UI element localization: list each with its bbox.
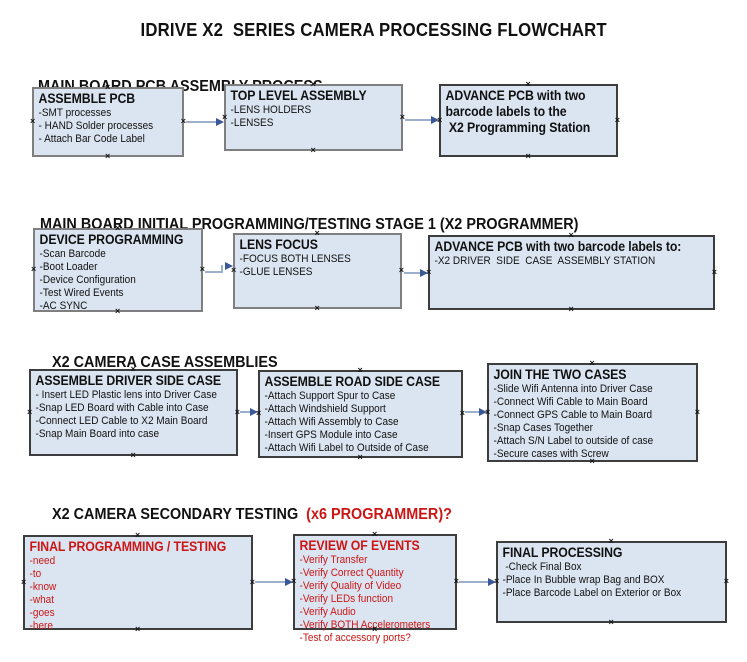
arrowhead-icon	[431, 116, 439, 124]
box-item: -Place In Bubble wrap Bag and BOX	[502, 574, 665, 586]
process-box-review-of-events: REVIEW OF EVENTS -Verify Transfer -Verif…	[293, 534, 457, 644]
box-item: -here	[29, 620, 53, 632]
box-item: -Attach S/N Label to outside of case	[493, 435, 654, 447]
box-item: -to	[29, 568, 42, 580]
flow-arrow-line	[459, 581, 488, 583]
arrowhead-icon	[250, 408, 258, 416]
box-item: -Attach Windshield Support	[264, 403, 386, 415]
box-item: - Insert LED Plastic lens into Driver Ca…	[35, 389, 217, 401]
flow-arrow-line	[205, 271, 223, 273]
connection-handle-icon	[712, 268, 717, 277]
connection-handle-icon	[131, 451, 136, 460]
process-box-lens-focus: LENS FOCUS -FOCUS BOTH LENSES -GLUE LENS…	[233, 233, 402, 309]
box-item: -Connect GPS Cable to Main Board	[493, 409, 653, 421]
box-item: -Verify BOTH Accelerometers	[299, 619, 431, 631]
box-item: -Scan Barcode	[39, 248, 106, 260]
box-item: -Check Final Box	[502, 561, 582, 573]
box-item: -what	[29, 594, 55, 606]
section-heading-case-assemblies: X2 CAMERA CASE ASSEMBLIES	[51, 354, 278, 371]
box-item: - Attach Bar Code Label	[38, 133, 145, 145]
box-title: JOIN THE TWO CASES	[493, 367, 627, 382]
box-item: -Device Configuration	[39, 274, 136, 286]
connection-handle-icon	[105, 152, 110, 161]
process-box-final-programming-testing: FINAL PROGRAMMING / TESTING -need -to -k…	[23, 535, 253, 632]
box-title: REVIEW OF EVENTS	[299, 538, 420, 553]
box-title: ASSEMBLE DRIVER SIDE CASE	[35, 373, 222, 388]
box-item: -Boot Loader	[39, 261, 98, 273]
box-item: - HAND Solder processes	[38, 120, 154, 132]
box-item: -Test Wired Events	[39, 287, 124, 299]
connection-handle-icon	[311, 146, 316, 155]
process-box-join-the-two-cases: JOIN THE TWO CASES -Slide Wifi Antenna i…	[487, 363, 698, 462]
process-box-advance-pcb-programming-station: ADVANCE PCB with two barcode labels to t…	[439, 84, 618, 157]
box-item: -Snap LED Board with Cable into Case	[35, 402, 209, 414]
box-item: -LENS HOLDERS	[230, 104, 312, 116]
box-item: -SMT processes	[38, 107, 112, 119]
box-item: -Connect LED Cable to X2 Main Board	[35, 415, 208, 427]
process-box-device-programming: DEVICE PROGRAMMING -Scan Barcode -Boot L…	[33, 228, 203, 312]
process-box-top-level-assembly: TOP LEVEL ASSEMBLY -LENS HOLDERS -LENSES	[224, 84, 403, 151]
box-item: -Place Barcode Label on Exterior or Box	[502, 587, 682, 599]
box-item: -Test of accessory ports?	[299, 632, 411, 644]
flowchart-title: IDRIVE X2 SERIES CAMERA PROCESSING FLOWC…	[140, 20, 607, 40]
box-item: -Slide Wifi Antenna into Driver Case	[493, 383, 653, 395]
section-heading-secondary-testing: X2 CAMERA SECONDARY TESTING (x6 PROGRAMM…	[51, 506, 452, 523]
flow-arrow-line	[405, 119, 431, 121]
flow-arrow-line	[186, 121, 216, 123]
connection-handle-icon	[569, 305, 574, 314]
flow-arrow-line	[255, 581, 285, 583]
box-title: ADVANCE PCB with two barcode labels to:	[434, 239, 682, 254]
connection-handle-icon	[526, 152, 531, 161]
box-item: -AC SYNC	[39, 300, 88, 312]
flow-arrow-line	[404, 272, 420, 274]
arrowhead-icon	[216, 118, 224, 126]
box-item: -Verify Quality of Video	[299, 580, 402, 592]
box-item: -Attach Wifi Assembly to Case	[264, 416, 399, 428]
box-item: -Insert GPS Module into Case	[264, 429, 398, 441]
box-item: -Verify LEDs function	[299, 593, 394, 605]
connection-handle-icon	[609, 618, 614, 627]
flow-arrow-line	[221, 265, 223, 273]
process-box-assemble-pcb: ASSEMBLE PCB -SMT processes - HAND Solde…	[32, 87, 184, 157]
box-item: -Verify Correct Quantity	[299, 567, 404, 579]
arrowhead-icon	[420, 269, 428, 277]
box-item: -GLUE LENSES	[239, 266, 313, 278]
box-item: -Snap Cases Together	[493, 422, 593, 434]
box-title: LENS FOCUS	[239, 237, 318, 252]
box-item: -Secure cases with Screw	[493, 448, 609, 460]
box-title: ASSEMBLE ROAD SIDE CASE	[264, 374, 440, 389]
box-item: -Attach Wifi Label to Outside of Case	[264, 442, 429, 454]
arrowhead-icon	[479, 408, 487, 416]
process-box-advance-pcb-driver-side: ADVANCE PCB with two barcode labels to: …	[428, 235, 715, 310]
box-title: TOP LEVEL ASSEMBLY	[230, 88, 367, 103]
box-title: FINAL PROGRAMMING / TESTING	[29, 539, 227, 554]
box-title: DEVICE PROGRAMMING	[39, 232, 184, 247]
heading-red-suffix: (x6 PROGRAMMER)?	[301, 506, 452, 523]
box-item: -Snap Main Board into case	[35, 428, 160, 440]
process-box-final-processing: FINAL PROCESSING -Check Final Box -Place…	[496, 541, 727, 623]
box-title: ADVANCE PCB with two barcode labels to t…	[445, 88, 591, 135]
arrowhead-icon	[488, 578, 496, 586]
process-box-assemble-road-side-case: ASSEMBLE ROAD SIDE CASE -Attach Support …	[258, 370, 463, 458]
flow-arrow-line	[240, 411, 250, 413]
box-title: FINAL PROCESSING	[502, 545, 623, 560]
box-item: -LENSES	[230, 117, 274, 129]
connection-handle-icon	[315, 304, 320, 313]
box-item: -X2 DRIVER SIDE CASE ASSEMBLY STATION	[434, 255, 656, 267]
box-item: -goes	[29, 607, 55, 619]
box-item: -FOCUS BOTH LENSES	[239, 253, 351, 265]
box-item: -need	[29, 555, 56, 567]
arrowhead-icon	[285, 578, 293, 586]
box-item: -Verify Audio	[299, 606, 356, 618]
box-item: -Verify Transfer	[299, 554, 368, 566]
arrowhead-icon	[225, 262, 233, 270]
flow-arrow-line	[465, 411, 479, 413]
box-item: -Connect Wifi Cable to Main Board	[493, 396, 648, 408]
box-title: ASSEMBLE PCB	[38, 91, 136, 106]
process-box-assemble-driver-side-case: ASSEMBLE DRIVER SIDE CASE - Insert LED P…	[29, 369, 238, 456]
box-item: -Attach Support Spur to Case	[264, 390, 396, 402]
box-item: -know	[29, 581, 57, 593]
